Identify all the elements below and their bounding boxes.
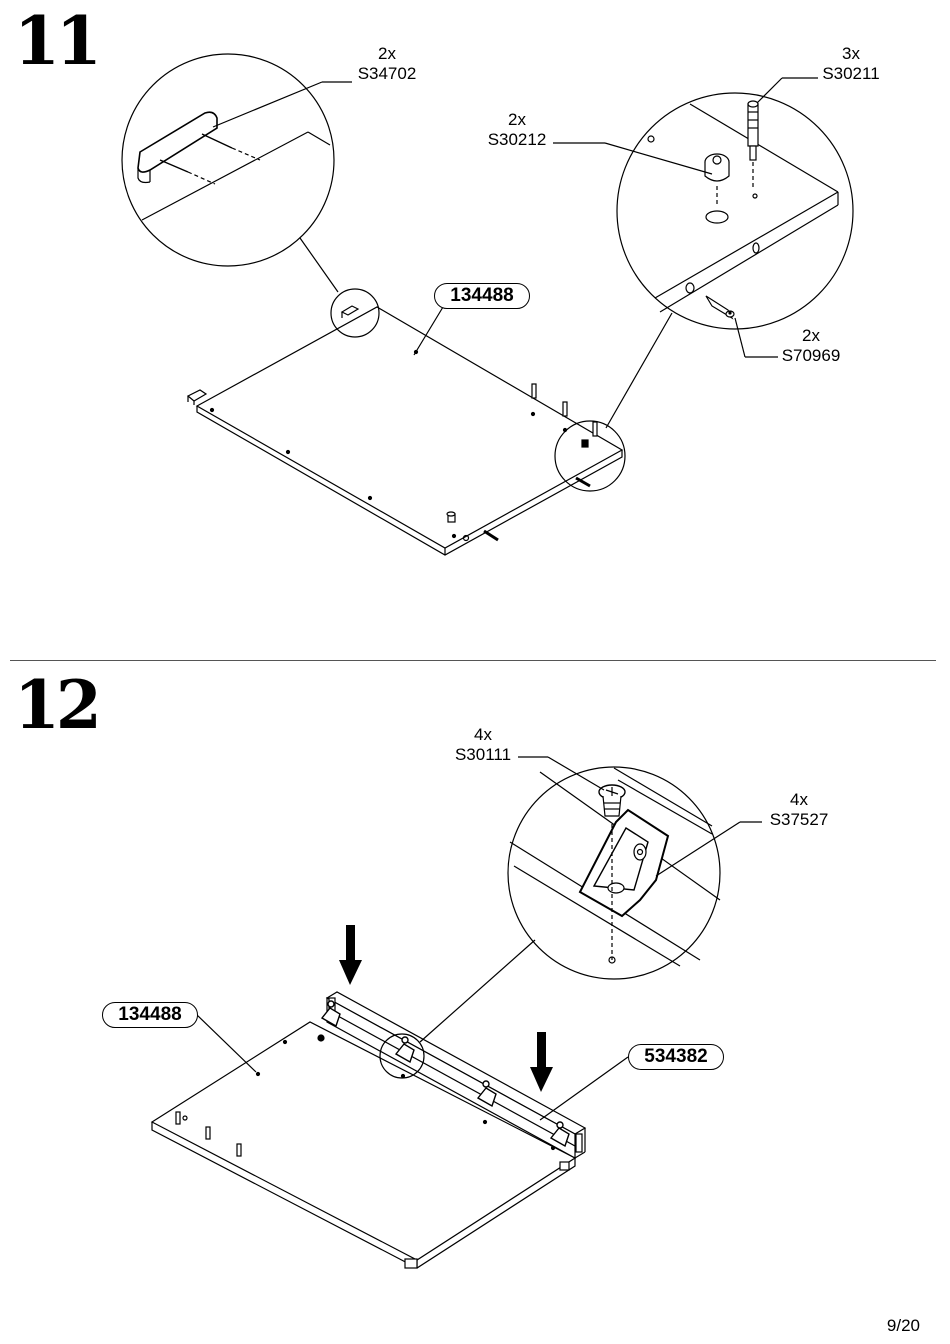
part-code: S30212 [487,130,547,149]
step11-cam-bolts [446,383,598,542]
part-qty: 2x [508,110,526,129]
step-divider [10,660,936,661]
step12-down-arrow-left [339,925,362,985]
part-label-s37527: 4x S37527 [764,790,834,830]
step12-board [150,1021,577,1269]
step-11-number: 11 [14,2,102,80]
part-qty: 2x [802,326,820,345]
step11-callout-left-small [330,288,380,338]
step12-rail-code: 534382 [628,1044,724,1070]
step12-detail [507,756,762,980]
step12-brackets [320,1000,570,1148]
part-label-s30211: 3x S30211 [816,44,886,84]
step11-callout-right-small [554,420,626,492]
step12-down-arrow-right [530,1032,553,1092]
step12-callout-small [379,1033,425,1079]
step11-small-clip [340,305,360,318]
step12-board-bolts [175,1111,242,1157]
part-label-s30111: 4x S30111 [448,725,518,765]
step11-end-clip [186,389,208,405]
page-number: 9/20 [886,1316,920,1335]
step11-detail-left [121,53,352,293]
part-label-s30212: 2x S30212 [482,110,552,150]
part-code: S30111 [454,745,512,764]
part-qty: 4x [790,790,808,809]
part-qty: 2x [378,44,396,63]
part-qty: 4x [474,725,492,744]
step-12-number: 12 [14,666,102,744]
part-label-s34702: 2x S34702 [352,44,422,84]
part-code: S70969 [781,346,841,365]
part-qty: 3x [842,44,860,63]
part-code: S34702 [357,64,417,83]
step11-board [195,306,624,556]
step11-detail-right [553,77,854,429]
step11-board-code: 134488 [434,283,530,309]
part-label-s70969: 2x S70969 [776,326,846,366]
part-code: S37527 [769,810,829,829]
step12-board-code: 134488 [102,1002,198,1028]
part-code: S30211 [822,64,880,83]
